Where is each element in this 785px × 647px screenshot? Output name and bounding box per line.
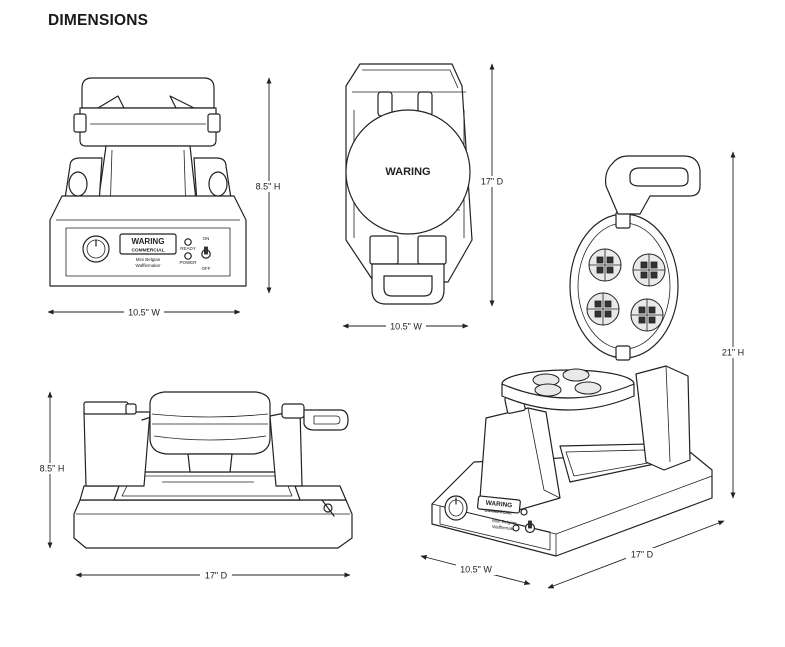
front-model-line2: Wafflemaker bbox=[135, 263, 161, 268]
side-dimension-lines: 8.5" H 17" D bbox=[36, 391, 351, 581]
side-depth-label: 17" D bbox=[205, 571, 228, 581]
top-brand-logo: WARING bbox=[385, 166, 430, 178]
open-model-line1: Mini Belgian bbox=[492, 518, 517, 526]
front-switch-off: OFF bbox=[202, 266, 211, 271]
open-sub-brand-logo: COMMERCIAL bbox=[484, 508, 512, 516]
top-width-label: 10.5" W bbox=[390, 322, 422, 332]
front-sub-brand-logo: COMMERCIAL bbox=[131, 248, 164, 254]
open-height-label: 21" H bbox=[722, 348, 744, 358]
front-width-label: 10.5" W bbox=[128, 308, 160, 318]
front-switch-on: ON bbox=[203, 236, 210, 241]
front-indicator-ready: READY bbox=[180, 246, 196, 251]
front-brand-logo: WARING bbox=[132, 237, 165, 246]
front-height-label: 8.5" H bbox=[256, 182, 281, 192]
open-brand-logo: WARING bbox=[485, 500, 512, 510]
waffle-cells bbox=[586, 248, 666, 332]
open-depth-label: 17" D bbox=[631, 550, 654, 560]
front-model-line1: Mini Belgian bbox=[136, 257, 161, 262]
open-dimension-lines: 21" H 10.5" W 17" D bbox=[420, 151, 747, 589]
open-view: WARING COMMERCIAL Mini Belgian Wafflemak… bbox=[431, 155, 713, 557]
top-depth-label: 17" D bbox=[481, 177, 504, 187]
open-width-label: 10.5" W bbox=[460, 565, 492, 575]
front-indicator-power: POWER bbox=[179, 260, 197, 265]
side-height-label: 8.5" H bbox=[40, 464, 65, 474]
front-dimension-lines: 8.5" H 10.5" W bbox=[47, 77, 281, 318]
top-view: WARING bbox=[345, 63, 473, 305]
page-title: DIMENSIONS bbox=[48, 12, 149, 29]
open-model-line2: Wafflemaker bbox=[492, 524, 518, 532]
front-view: WARING COMMERCIAL Mini Belgian Wafflemak… bbox=[49, 77, 247, 287]
top-dimension-lines: 17" D 10.5" W bbox=[342, 63, 506, 332]
side-view bbox=[73, 391, 353, 549]
